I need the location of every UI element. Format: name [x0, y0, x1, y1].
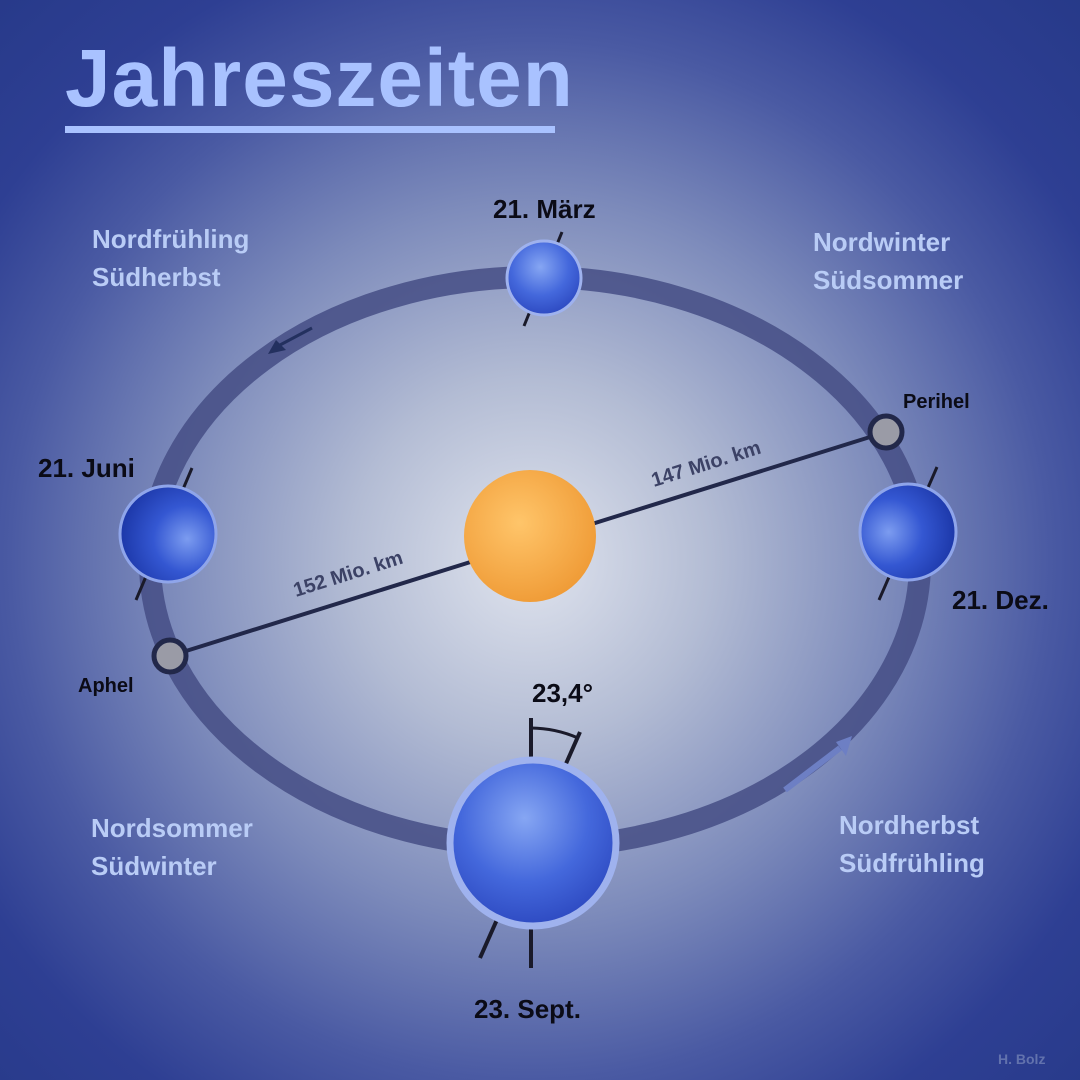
perihel-label: Perihel — [903, 391, 970, 413]
sun — [464, 470, 596, 602]
earth-june — [118, 467, 218, 601]
earth-march — [505, 231, 583, 327]
date-label-june: 21. Juni — [38, 453, 135, 483]
page-title: Jahreszeiten — [65, 33, 574, 124]
season-label-top-left: Nordfrühling Südherbst — [92, 224, 250, 292]
aphel-marker — [151, 637, 189, 675]
date-label-march: 21. März — [493, 194, 596, 224]
axial-tilt-label: 23,4° — [532, 678, 594, 708]
earth-september — [446, 718, 620, 968]
season-label-top-right: Nordwinter Südsommer — [813, 227, 964, 295]
orbit-direction-arrow-top-left — [268, 326, 313, 354]
perihel-marker — [867, 413, 905, 451]
aphel-label: Aphel — [78, 675, 134, 697]
season-label-bottom-left: Nordsommer Südwinter — [91, 813, 253, 881]
orbit-direction-arrow-bottom-right — [783, 736, 852, 793]
author-credit: H. Bolz — [998, 1051, 1046, 1067]
perihel-distance-label: 147 Mio. km — [649, 437, 764, 492]
earth-december — [858, 466, 958, 601]
season-label-bottom-right: Nordherbst Südfrühling — [839, 810, 985, 878]
date-label-december: 21. Dez. — [952, 585, 1049, 615]
aphel-distance-label: 152 Mio. km — [291, 547, 406, 602]
date-label-september: 23. Sept. — [474, 994, 581, 1024]
title-underline — [65, 126, 555, 133]
